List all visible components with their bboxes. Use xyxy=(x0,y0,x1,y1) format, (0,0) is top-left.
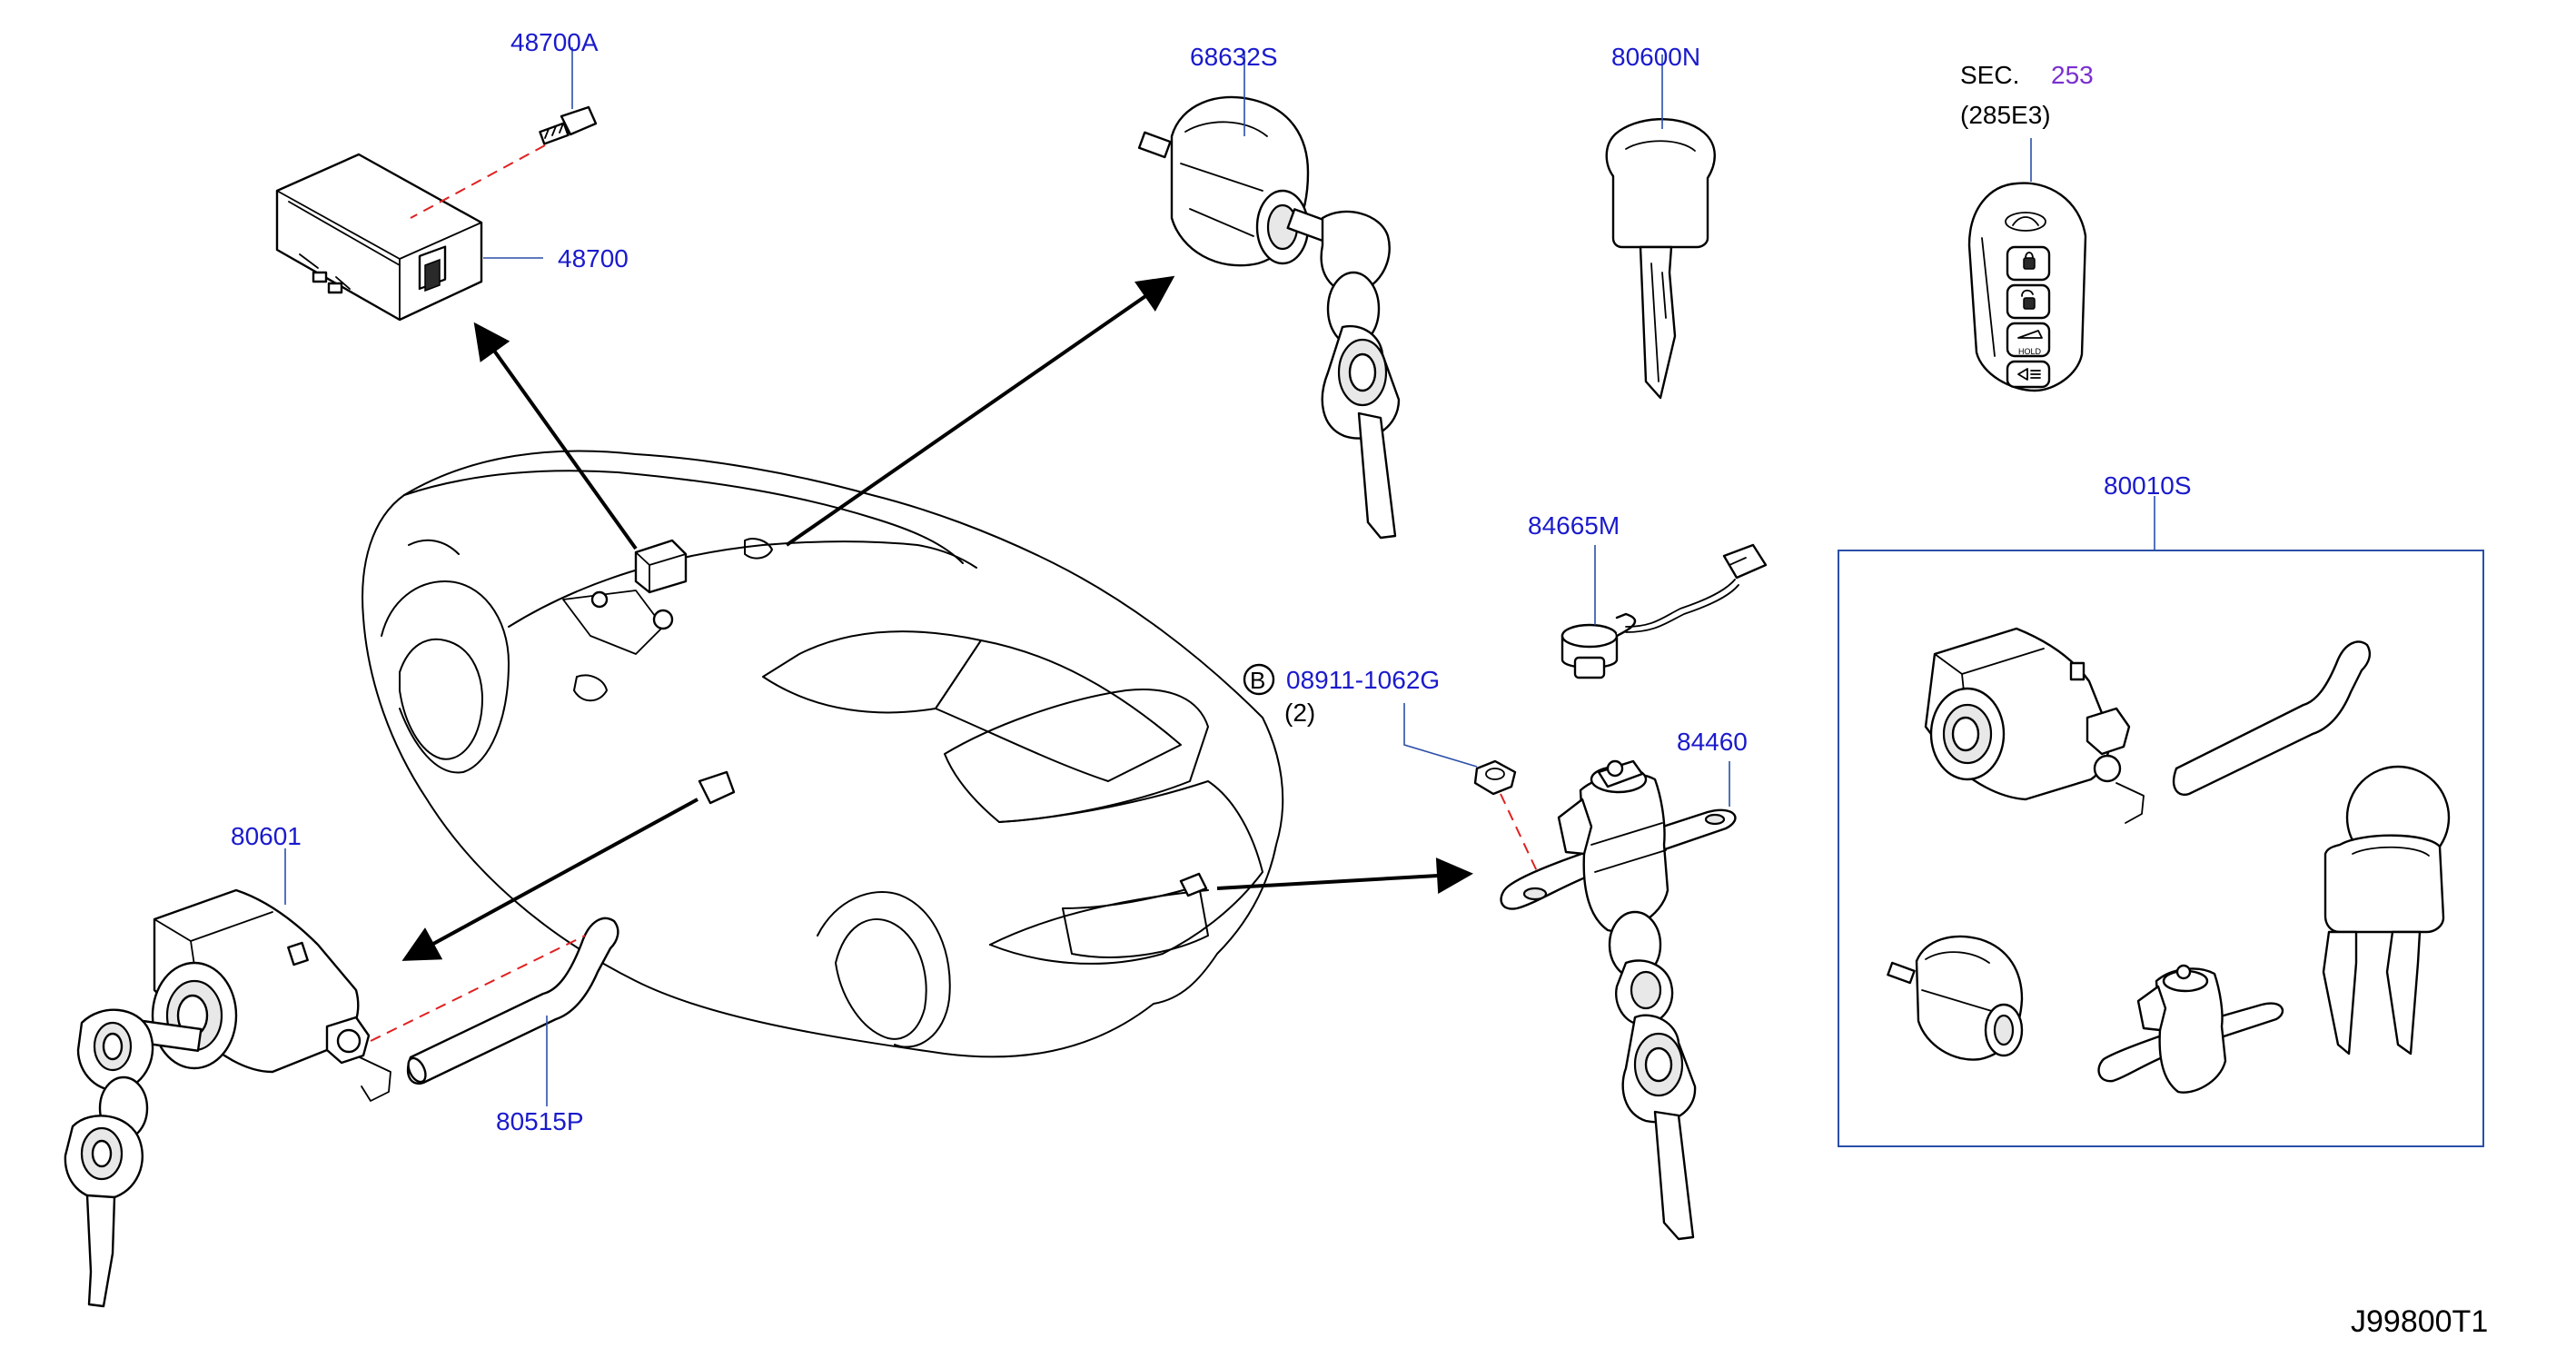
part-group-48700: 48700A 48700 xyxy=(275,28,629,322)
callout-80600N: 80600N xyxy=(1611,43,1700,71)
part-group-sec-253: HOLD SEC. 253 (285E3) xyxy=(1960,61,2094,392)
location-arrows xyxy=(401,275,1473,961)
callout-84665M: 84665M xyxy=(1528,511,1620,540)
part-group-80600N: 80600N xyxy=(1605,43,1716,400)
sec-prefix: SEC. xyxy=(1960,61,2019,89)
callout-84460: 84460 xyxy=(1677,728,1748,756)
bolt-ref-letter: B xyxy=(1250,667,1265,694)
part-group-68632S: 68632S xyxy=(1137,43,1401,540)
part-group-84460: B 08911-1062G (2) 84460 xyxy=(1243,663,1748,1241)
sec-link-253[interactable]: 253 xyxy=(2051,61,2094,89)
fob-panic-button xyxy=(2006,360,2051,389)
callout-48700A: 48700A xyxy=(510,28,599,56)
callout-68632S: 68632S xyxy=(1190,43,1278,71)
kit-frame xyxy=(1838,550,2484,1147)
part-group-80010S: 80010S xyxy=(1838,471,2484,1147)
callout-48700: 48700 xyxy=(558,244,629,273)
sec-sub-number: (285E3) xyxy=(1960,101,2051,129)
callout-08911-1062G: 08911-1062G xyxy=(1286,666,1440,694)
part-group-80601: 80601 80515P xyxy=(64,822,619,1308)
callout-80515P: 80515P xyxy=(496,1107,584,1135)
callout-80010S: 80010S xyxy=(2104,471,2192,500)
fob-hold-label: HOLD xyxy=(2018,347,2042,356)
part-group-84665M: 84665M xyxy=(1528,511,1768,679)
vehicle-outline xyxy=(362,450,1284,1058)
callout-80601: 80601 xyxy=(231,822,302,850)
callout-08911-qty: (2) xyxy=(1284,699,1315,727)
diagram-code: J99800T1 xyxy=(2351,1304,2488,1339)
